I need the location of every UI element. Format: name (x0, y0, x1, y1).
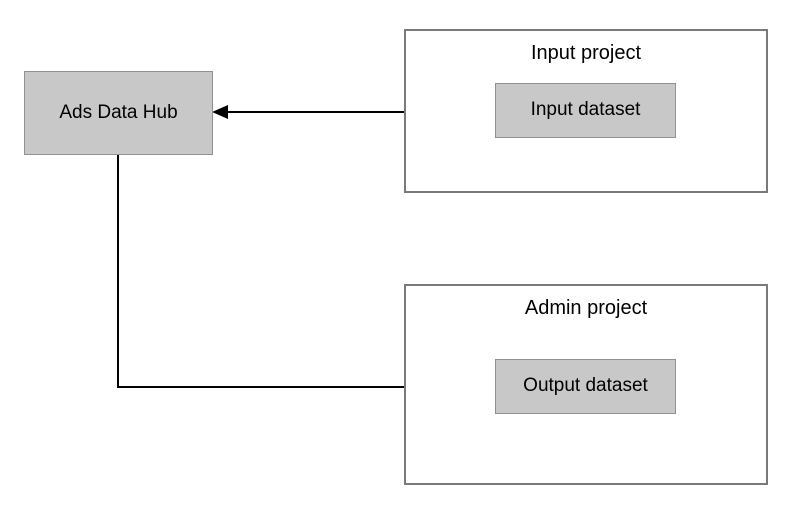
node-output-dataset: Output dataset (495, 359, 676, 414)
arrowhead-left-icon (212, 105, 228, 119)
input-project-label: Input project (530, 42, 642, 64)
node-ads-data-hub: Ads Data Hub (24, 71, 213, 155)
node-input-dataset: Input dataset (495, 83, 676, 138)
admin-project-label: Admin project (524, 297, 648, 319)
